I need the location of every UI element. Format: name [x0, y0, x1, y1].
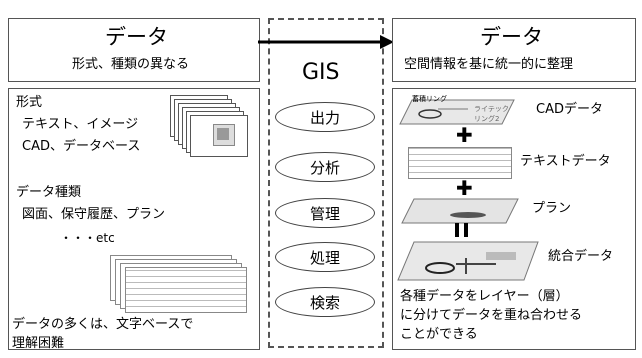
right-note-line-3: ことができる [400, 327, 478, 342]
function-analysis: 分析 [275, 152, 375, 182]
plus-icon-1: ✚ [456, 123, 473, 147]
left-subtitle: 形式、種類の異なる [72, 57, 190, 72]
equals-icon [455, 223, 468, 237]
left-note-line-1: データの多くは、文字ベースで [12, 317, 194, 332]
integrated-layer-graphic [397, 241, 539, 281]
stacked-documents-icon [170, 95, 250, 157]
cad-overlay-label-3: リング2 [474, 115, 500, 123]
data-type-line-1: 図面、保守履歴、プラン [22, 207, 166, 222]
format-line-2: CAD、データベース [22, 139, 141, 154]
right-subtitle: 空間情報を基に統一的に整理 [404, 57, 574, 72]
plus-icon-2: ✚ [456, 176, 473, 200]
format-line-1: テキスト、イメージ [22, 117, 139, 132]
gis-title: GIS [302, 60, 340, 85]
cad-data-label: CADデータ [536, 102, 603, 117]
stacked-spreadsheets-icon [110, 255, 250, 313]
cad-overlay-label-1: 蓄積リング [412, 95, 447, 103]
right-title: データ [480, 25, 543, 49]
function-search: 検索 [275, 287, 375, 317]
left-note-line-2: 理解困難 [12, 336, 65, 351]
function-processing: 処理 [275, 242, 375, 272]
plan-label: プラン [532, 201, 572, 216]
cad-layer-graphic [399, 99, 515, 125]
text-data-layer-graphic [408, 147, 512, 179]
function-management: 管理 [275, 198, 375, 228]
right-note-line-2: に分けてデータを重ね合わせる [400, 308, 583, 323]
left-title: データ [105, 25, 168, 49]
format-heading: 形式 [16, 95, 43, 110]
cad-overlay-label-2: ライテック [474, 105, 509, 113]
data-type-line-2: ・・・etc [60, 231, 115, 245]
left-title-box [8, 18, 260, 82]
right-note-line-1: 各種データをレイヤー（層） [400, 289, 569, 304]
plan-layer-graphic [401, 198, 519, 224]
data-type-heading: データ種類 [16, 185, 82, 200]
integrated-data-label: 統合データ [548, 249, 614, 264]
function-output: 出力 [275, 102, 375, 132]
text-data-label: テキストデータ [520, 154, 611, 169]
right-title-box [392, 18, 636, 82]
